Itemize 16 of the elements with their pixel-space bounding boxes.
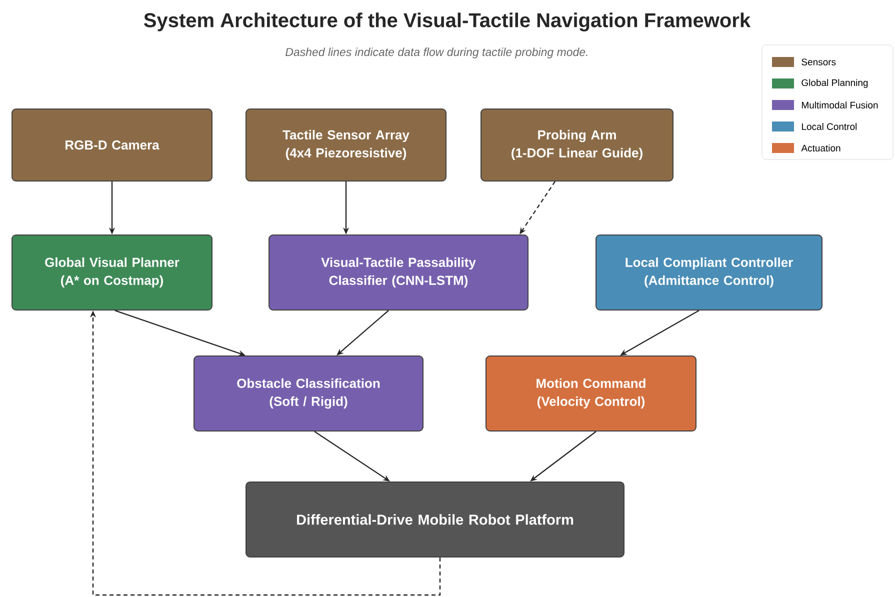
sensor-box: Tactile Sensor Array (4x4 Piezoresistive) bbox=[246, 108, 446, 182]
process-box: Obstacle Classification (Soft / Rigid) bbox=[194, 356, 424, 432]
legend-label: Actuation bbox=[801, 144, 840, 152]
sensor-box: Probing Arm (1-DOF Linear Guide) bbox=[480, 108, 674, 182]
title: System Architecture of the Visual-Tactile Navigation Framework bbox=[144, 12, 751, 32]
planner-box: Global Visual Planner (A* on Costmap) bbox=[12, 234, 212, 310]
subtitle: Dashed lines indicate data flow during tactile probing mode. bbox=[286, 48, 588, 58]
controller-box: Local Compliant Controller (Admittance Control) bbox=[596, 234, 822, 310]
sensor-box: RGB-D Camera bbox=[12, 108, 212, 182]
classifier-box: Visual-Tactile Passability Classifier (CNN-LSTM) bbox=[268, 234, 528, 310]
legend-label: Multimodal Fusion bbox=[802, 102, 878, 108]
legend-label: Local Control bbox=[802, 123, 857, 130]
platform-box: Differential-Drive Mobile Robot Platform bbox=[246, 482, 624, 558]
process-box: Motion Command (Velocity Control) bbox=[486, 356, 696, 432]
legend-label: Sensors bbox=[802, 58, 836, 66]
legend-label: Global Planning bbox=[802, 79, 868, 88]
